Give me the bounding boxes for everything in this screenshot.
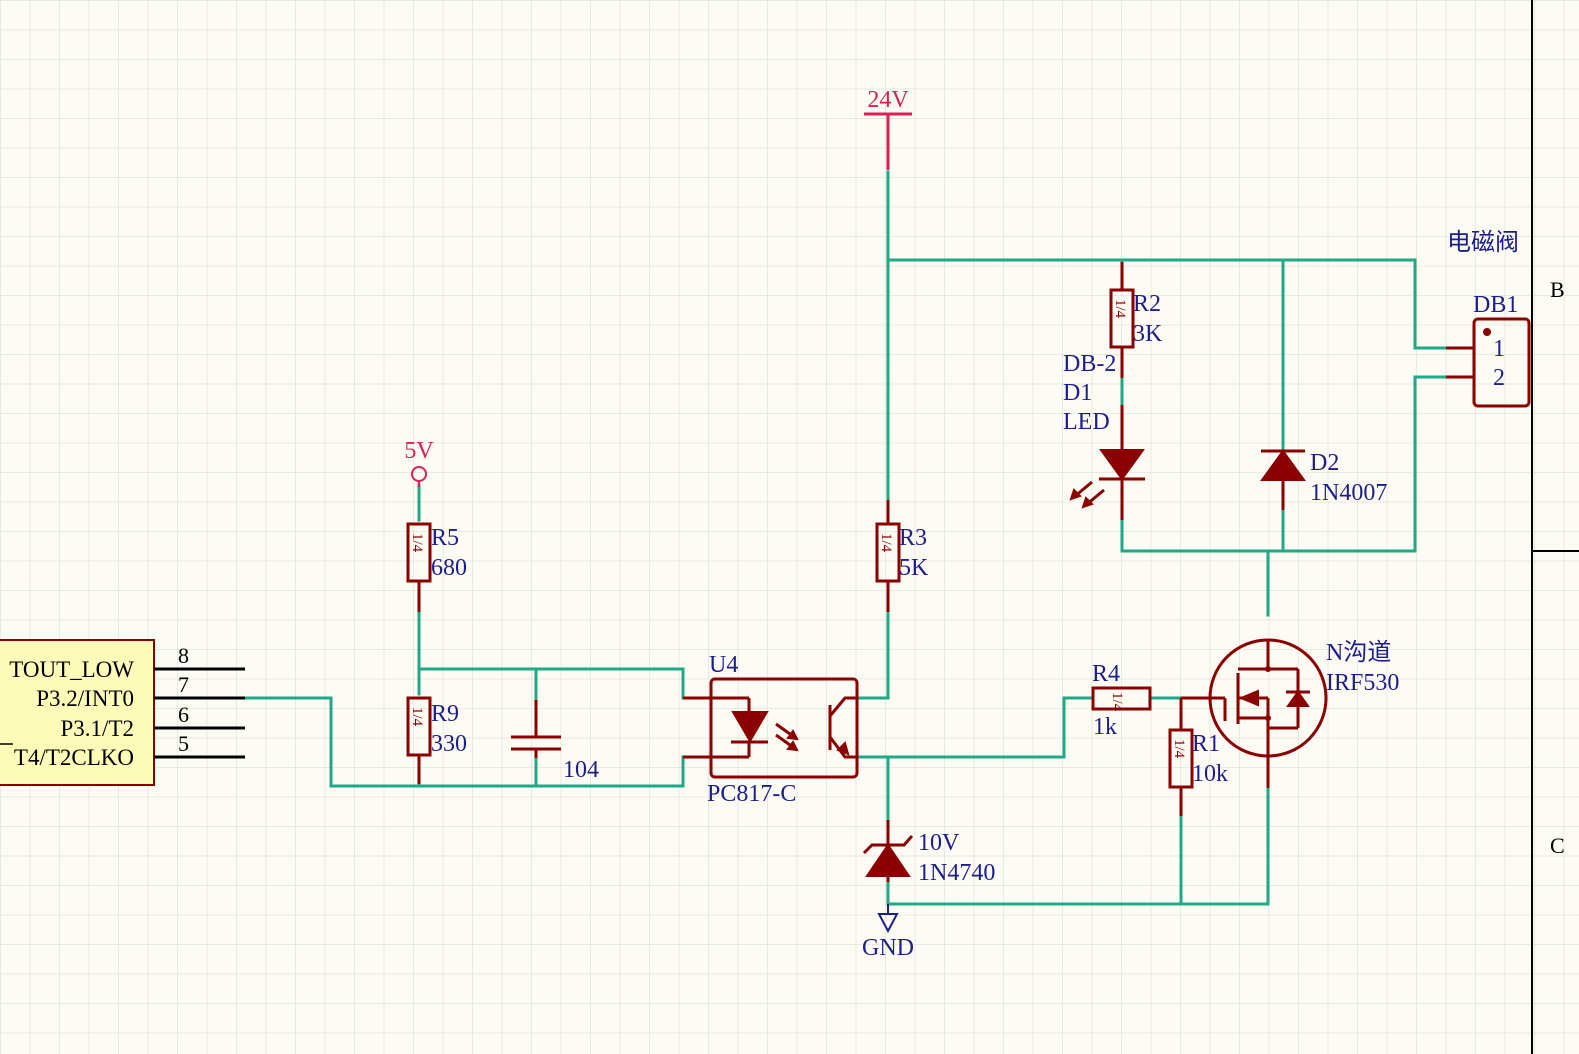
- mosfet-q1[interactable]: N沟道 IRF530: [1181, 638, 1399, 788]
- optocoupler-u4[interactable]: U4 PC817-C: [683, 652, 859, 807]
- r1-value: 10k: [1192, 761, 1228, 787]
- power-5v-label: 5V: [404, 438, 434, 464]
- r3-ref: R3: [899, 525, 927, 551]
- resistor-r1[interactable]: 1/4 R1 10k: [1168, 698, 1228, 816]
- r9-value: 330: [431, 731, 467, 757]
- wire-gnd-net: [886, 784, 1270, 906]
- resistor-r2[interactable]: 1/4 R2 3K: [1109, 262, 1163, 378]
- resistor-r9[interactable]: 1/4 R9 330: [406, 696, 467, 784]
- led-d1[interactable]: DB-2 D1 LED: [1063, 351, 1145, 520]
- r1-ref: R1: [1192, 731, 1220, 757]
- db1-pin1: 1: [1493, 336, 1505, 362]
- d1-ref: D1: [1063, 380, 1092, 406]
- r5-value: 680: [431, 555, 467, 581]
- r2-value: 3K: [1133, 321, 1163, 347]
- wire-drain-net: [1120, 375, 1474, 553]
- db1-title: 电磁阀: [1447, 229, 1519, 256]
- mosfet-value: IRF530: [1326, 670, 1399, 696]
- r3-value: 5K: [899, 555, 929, 581]
- mcu-pin-name: P3.2/INT0: [36, 686, 134, 711]
- r9-ref: R9: [431, 701, 459, 727]
- mosfet-type: N沟道: [1326, 639, 1391, 666]
- r5-ref: R5: [431, 525, 459, 551]
- ground-symbol[interactable]: GND: [862, 904, 914, 961]
- wire-24v-bus: [886, 258, 1474, 350]
- u4-ref: U4: [709, 652, 738, 678]
- r1-rating: 1/4: [1171, 739, 1187, 759]
- r4-rating: 1/4: [1109, 692, 1125, 712]
- wire-emitter-net: [856, 696, 1092, 759]
- zone-label-c: C: [1550, 833, 1565, 858]
- mcu-pin-name: P3.1/T2: [61, 716, 134, 741]
- zone-label-b: B: [1550, 277, 1565, 302]
- ground-label: GND: [862, 935, 914, 961]
- power-24v[interactable]: 24V: [864, 87, 912, 170]
- r3-rating: 1/4: [878, 533, 894, 553]
- r4-value: 1k: [1093, 714, 1117, 740]
- r5-rating: 1/4: [409, 533, 425, 553]
- d2-ref: D2: [1310, 450, 1339, 476]
- db1-ref: DB1: [1473, 292, 1518, 318]
- r2-ref: R2: [1133, 291, 1161, 317]
- r9-rating: 1/4: [409, 707, 425, 727]
- mcu-block[interactable]: 8 7 6 5 TOUT_LOW P3.2/INT0 P3.1/T2 T4/T2…: [0, 639, 245, 786]
- zener-voltage: 10V: [918, 830, 960, 856]
- mcu-pin-name: T4/T2CLKO: [14, 745, 134, 770]
- wire-int0-net: [243, 696, 685, 788]
- zener-diode[interactable]: 10V 1N4740: [862, 820, 995, 886]
- db1-pin2: 2: [1493, 365, 1505, 391]
- r2-rating: 1/4: [1112, 299, 1128, 319]
- u4-value: PC817-C: [707, 781, 796, 807]
- diode-d2[interactable]: D2 1N4007: [1260, 449, 1387, 510]
- capacitor-value: 104: [563, 757, 599, 783]
- zener-value: 1N4740: [918, 860, 995, 886]
- power-24v-label: 24V: [867, 87, 909, 113]
- r4-ref: R4: [1092, 661, 1120, 687]
- power-5v[interactable]: 5V: [404, 438, 434, 487]
- mcu-pin-name: TOUT_LOW: [9, 657, 134, 682]
- mcu-pin-number: 5: [178, 731, 189, 756]
- d1-footprint: DB-2: [1063, 351, 1116, 377]
- d2-value: 1N4007: [1310, 480, 1387, 506]
- mcu-pin-number: 8: [178, 643, 189, 668]
- d1-value: LED: [1063, 409, 1110, 435]
- mcu-pin-number: 7: [178, 672, 189, 697]
- sheet-border: B C: [1531, 0, 1579, 1054]
- mcu-pin-number: 6: [178, 702, 189, 727]
- resistor-r3[interactable]: 1/4 R3 5K: [875, 500, 929, 612]
- resistor-r4[interactable]: 1/4 R4 1k: [1091, 661, 1152, 740]
- wire-anode-net: [417, 667, 685, 700]
- capacitor-104[interactable]: 104: [511, 700, 599, 783]
- connector-db1[interactable]: 1 2 DB1 电磁阀: [1446, 229, 1531, 408]
- resistor-r5[interactable]: 1/4 R5 680: [406, 522, 467, 612]
